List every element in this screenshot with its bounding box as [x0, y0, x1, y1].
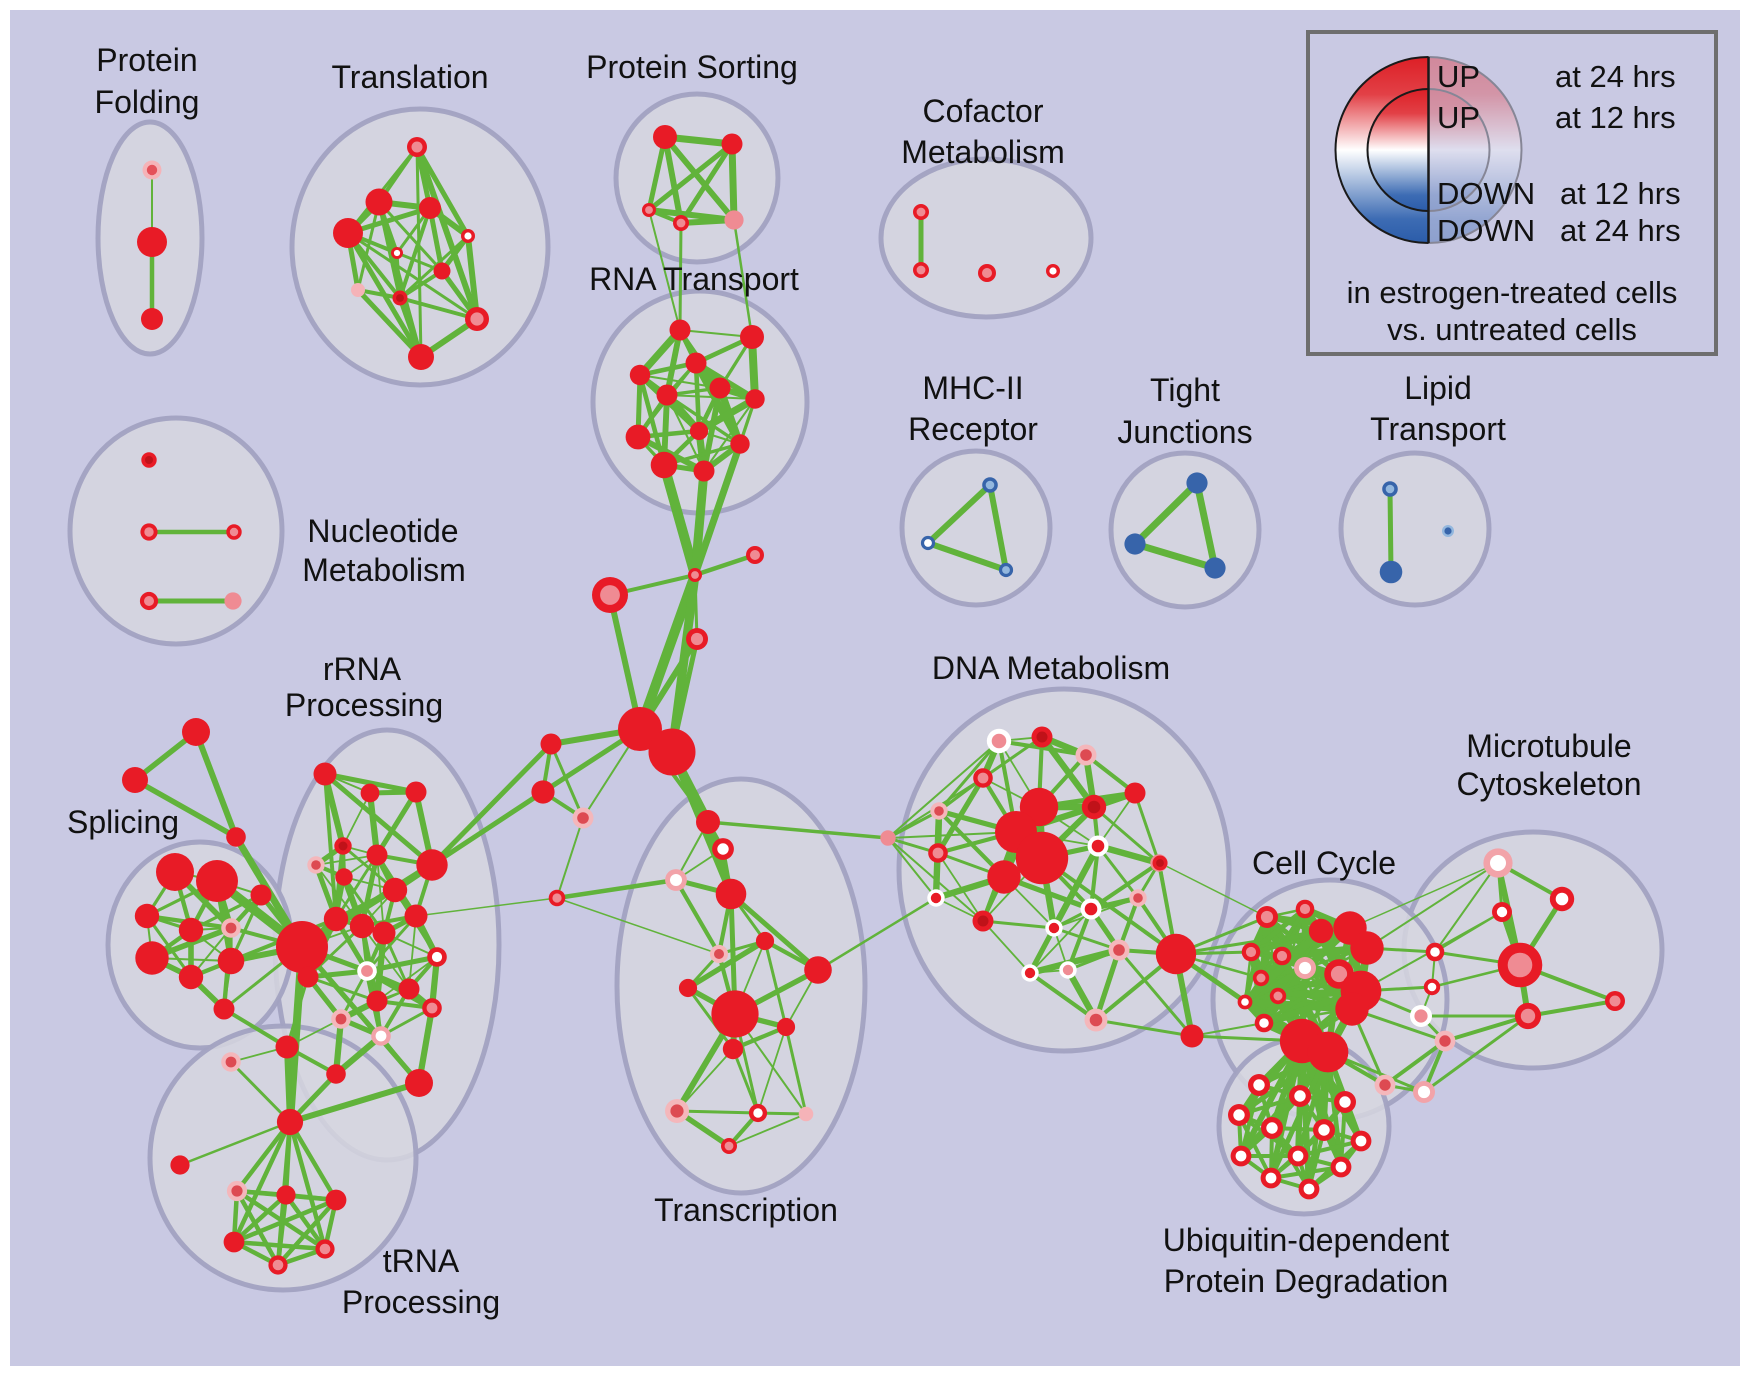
svg-text:Cofactor: Cofactor: [923, 93, 1044, 129]
svg-text:Metabolism: Metabolism: [302, 552, 466, 588]
svg-text:UP: UP: [1437, 59, 1480, 94]
svg-text:Lipid: Lipid: [1404, 370, 1472, 406]
svg-text:DOWN: DOWN: [1437, 176, 1535, 211]
svg-text:RNA Transport: RNA Transport: [589, 261, 799, 297]
svg-text:DNA Metabolism: DNA Metabolism: [932, 650, 1170, 686]
svg-text:at 24 hrs: at 24 hrs: [1555, 59, 1676, 94]
svg-text:DOWN: DOWN: [1437, 213, 1535, 248]
svg-text:Nucleotide: Nucleotide: [307, 513, 458, 549]
svg-text:Folding: Folding: [95, 84, 200, 120]
svg-text:tRNA: tRNA: [383, 1243, 460, 1279]
svg-text:UP: UP: [1437, 100, 1480, 135]
svg-text:Protein Degradation: Protein Degradation: [1164, 1263, 1449, 1299]
svg-text:Protein: Protein: [96, 42, 197, 78]
svg-text:at 12 hrs: at 12 hrs: [1560, 176, 1681, 211]
svg-text:Microtubule: Microtubule: [1466, 728, 1631, 764]
svg-text:at 12 hrs: at 12 hrs: [1555, 100, 1676, 135]
svg-text:Splicing: Splicing: [67, 804, 179, 840]
svg-text:Tight: Tight: [1150, 372, 1220, 408]
svg-text:at 24 hrs: at 24 hrs: [1560, 213, 1681, 248]
svg-text:vs. untreated cells: vs. untreated cells: [1387, 312, 1637, 347]
svg-text:Transcription: Transcription: [654, 1192, 838, 1228]
svg-text:Protein Sorting: Protein Sorting: [586, 49, 798, 85]
svg-text:rRNA: rRNA: [323, 651, 402, 687]
svg-text:in estrogen-treated cells: in estrogen-treated cells: [1347, 275, 1678, 310]
svg-text:Receptor: Receptor: [908, 411, 1038, 447]
svg-text:Processing: Processing: [342, 1284, 500, 1320]
svg-text:Processing: Processing: [285, 687, 443, 723]
svg-text:Ubiquitin-dependent: Ubiquitin-dependent: [1163, 1222, 1450, 1258]
svg-text:Transport: Transport: [1370, 411, 1506, 447]
svg-text:Cytoskeleton: Cytoskeleton: [1457, 766, 1642, 802]
svg-text:Translation: Translation: [331, 59, 488, 95]
svg-text:MHC-II: MHC-II: [922, 370, 1023, 406]
svg-text:Metabolism: Metabolism: [901, 134, 1065, 170]
svg-text:Cell Cycle: Cell Cycle: [1252, 845, 1396, 881]
svg-text:Junctions: Junctions: [1117, 414, 1252, 450]
